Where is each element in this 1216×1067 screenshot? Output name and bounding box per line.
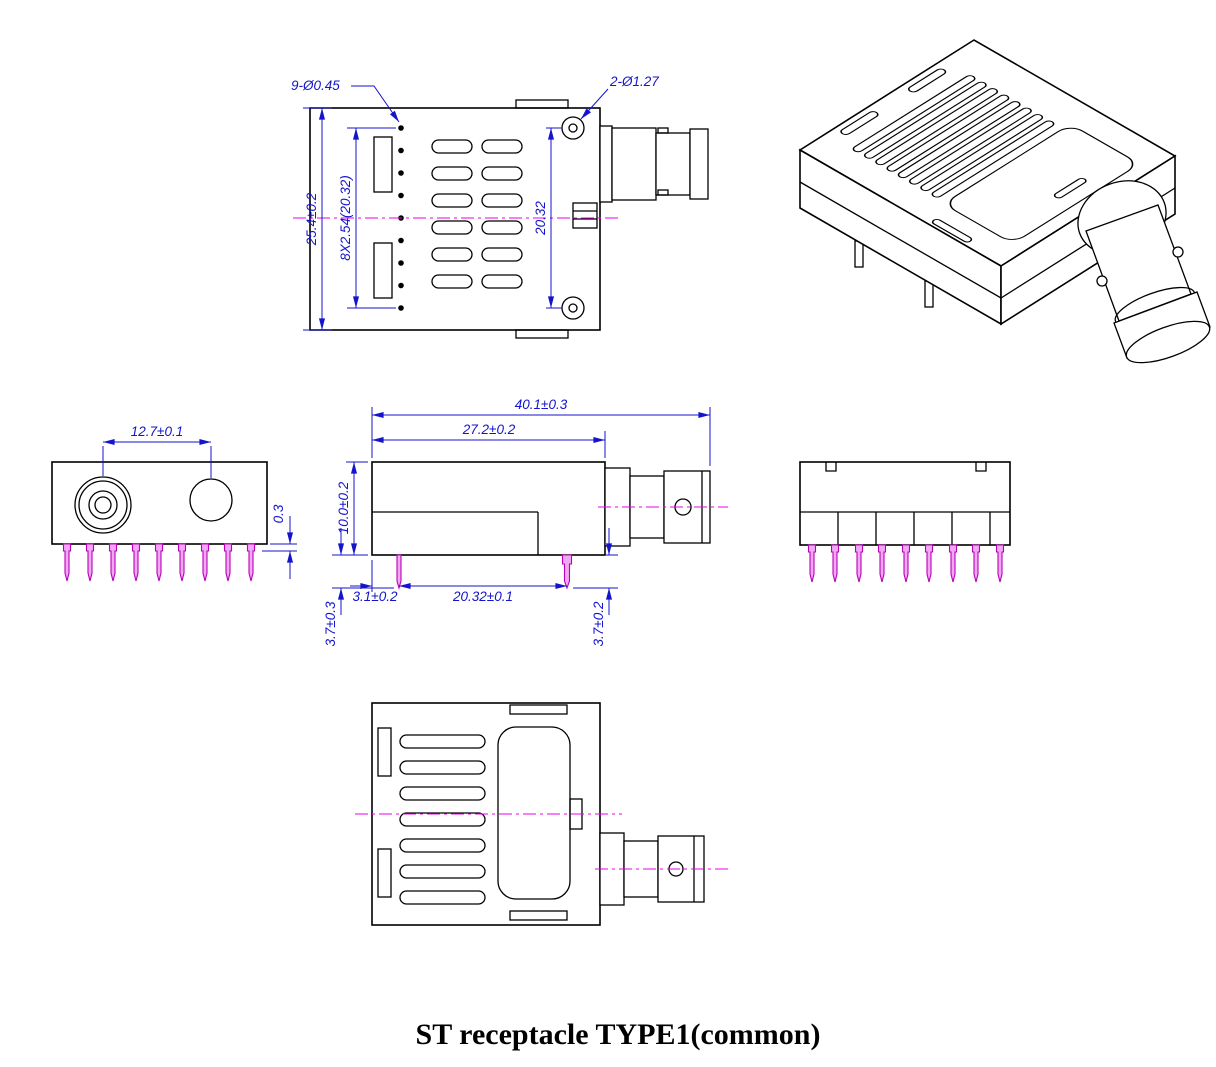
iso-pin: [854, 240, 864, 268]
pin: [108, 543, 118, 582]
iso-bnc-connector: [1077, 180, 1211, 364]
clip-feature: [377, 848, 392, 898]
dim-pin-pitch: 8X2.54(20.32): [338, 127, 396, 309]
pin: [924, 544, 934, 583]
dim-label-body-height: 10.0±0.2: [336, 481, 351, 534]
pin: [246, 543, 256, 582]
side-view-body: [371, 461, 606, 556]
dim-port-spacing: 12.7±0.1: [102, 424, 212, 478]
rear-view-body: [799, 461, 1011, 546]
side-body-step: [372, 511, 539, 555]
dim-overall-length: 40.1±0.3: [371, 397, 711, 466]
pin: [62, 543, 72, 582]
callout-pcb-holes: 9-Ø0.45: [291, 78, 400, 123]
pin: [948, 544, 958, 583]
iso-bayonet-stud: [1172, 246, 1184, 258]
dim-mount-hole-span: 20.32: [533, 127, 562, 309]
dim-body-length: 27.2±0.2: [372, 422, 606, 458]
tab-recess: [509, 910, 568, 921]
tab-recess: [509, 704, 568, 715]
second-port: [189, 478, 233, 522]
pin: [901, 544, 911, 583]
dim-label-standoff: 0.3: [271, 504, 286, 523]
bnc-connector-top: [599, 125, 709, 203]
pin: [971, 544, 981, 583]
dim-label-mount-hole-span: 20.32: [533, 201, 548, 236]
callout-label-mounting-holes: 2-Ø1.27: [609, 74, 659, 89]
callout-label-pcb-holes: 9-Ø0.45: [291, 78, 340, 93]
dim-label-port-spacing: 12.7±0.1: [131, 424, 183, 439]
iso-bayonet-stud: [1096, 275, 1108, 287]
dim-pin-setback: 3.1±0.2: [350, 560, 398, 604]
dim-standoff: 0.3: [262, 504, 297, 579]
drawing-title: ST receptacle TYPE1(common): [416, 1018, 821, 1051]
dim-label-pin-setback: 3.1±0.2: [353, 589, 398, 604]
dim-label-pin-protrusion-rear: 3.7±0.2: [591, 601, 606, 646]
pin: [200, 543, 210, 582]
pin: [177, 543, 187, 582]
rear-view: [799, 461, 1011, 583]
top-tab: [515, 99, 569, 109]
clip-feature: [377, 727, 392, 777]
callout-mounting-holes: 2-Ø1.27: [580, 74, 659, 120]
pin-hole-row: [398, 125, 404, 311]
pin: [995, 544, 1005, 583]
isometric-view: [798, 39, 1211, 364]
front-pins: [62, 543, 256, 582]
side-view: 40.1±0.3 27.2±0.2 10.0±0.2 3.7±0.3 3.1±0…: [323, 397, 728, 646]
iso-lid-panel: [949, 127, 1134, 240]
dim-body-height: 10.0±0.2: [332, 461, 368, 556]
pin: [223, 543, 233, 582]
pin: [131, 543, 141, 582]
top-view: 25.4±0.2 8X2.54(20.32) 20.32 9-Ø0.45 2-Ø…: [291, 74, 709, 339]
pin: [807, 544, 817, 583]
top-view-body: [309, 107, 601, 331]
pin: [877, 544, 887, 583]
pin: [396, 554, 402, 589]
rear-pins: [807, 544, 1005, 583]
front-view-body: [51, 461, 268, 545]
pin: [561, 554, 573, 589]
side-pins: [396, 554, 573, 589]
front-view: 12.7±0.1 0.3: [51, 424, 297, 582]
dim-label-pin-pitch: 8X2.54(20.32): [338, 175, 353, 261]
dim-label-pin-row-length: 20.32±0.1: [452, 589, 513, 604]
dim-body-width: 25.4±0.2: [303, 107, 332, 331]
clip-feature: [373, 242, 393, 299]
pin: [854, 544, 864, 583]
dim-label-body-length: 27.2±0.2: [462, 422, 516, 437]
rear-notches: [825, 462, 987, 472]
dim-pin-row-length: 20.32±0.1: [399, 582, 567, 604]
iso-vent-slots: [840, 68, 1134, 243]
dim-label-pin-protrusion-front: 3.7±0.3: [323, 601, 338, 646]
latch-feature: [572, 202, 598, 229]
pin: [85, 543, 95, 582]
bottom-view: [355, 702, 732, 926]
vent-slots: [431, 139, 523, 289]
dim-label-body-width: 25.4±0.2: [304, 192, 319, 246]
rear-ribs: [837, 512, 991, 545]
bottom-vent-slots: [399, 734, 486, 905]
st-port: [74, 476, 132, 534]
clip-feature: [373, 136, 393, 193]
dim-label-overall-length: 40.1±0.3: [515, 397, 568, 412]
pin: [830, 544, 840, 583]
pin: [154, 543, 164, 582]
bottom-tab: [515, 329, 569, 339]
dim-pin-protrusion-rear: 3.7±0.2: [573, 528, 618, 646]
